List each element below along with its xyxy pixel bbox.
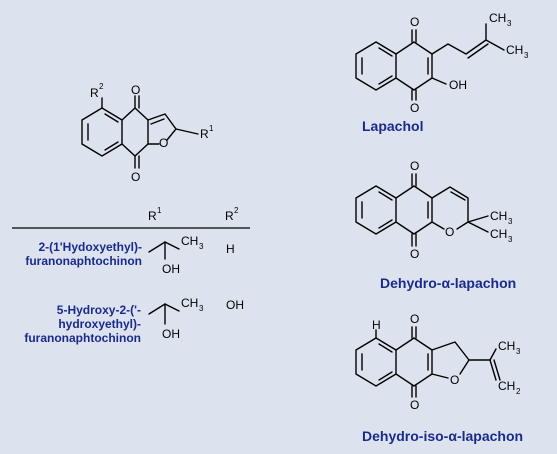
row1-name-line1: 2-(1'Hydoxyethyl)- xyxy=(38,240,142,254)
methyl-upper-label: CH xyxy=(490,209,507,223)
methyl-lower-subscript: 3 xyxy=(508,235,513,244)
carbonyl-oxygen-top: O xyxy=(410,15,419,29)
lapachol-structure: O O OH CH 3 CH 3 Lapachol xyxy=(355,11,529,134)
lapachol-name: Lapachol xyxy=(362,118,423,134)
methyl-upper-subscript: 3 xyxy=(508,217,513,226)
carbonyl-oxygen-bottom: O xyxy=(410,247,419,261)
bonds xyxy=(355,23,505,101)
bonds xyxy=(355,326,501,398)
hydroxyl-label: OH xyxy=(449,78,467,92)
methylene-subscript: 2 xyxy=(516,387,521,396)
methyl-top-subscript: 3 xyxy=(507,19,512,28)
methyl-top-label: CH xyxy=(489,11,506,25)
methyl-subscript: 3 xyxy=(516,347,521,356)
row2-name-line2: hydroxyethyl)- xyxy=(58,317,141,331)
column-header-r1: R xyxy=(148,209,157,223)
methyl-right-subscript: 3 xyxy=(524,51,529,60)
row2-name-line1: 5-Hydroxy-2-('- xyxy=(57,303,141,317)
methylene-label: CH xyxy=(498,379,515,393)
carbonyl-oxygen-bottom: O xyxy=(410,398,419,412)
methyl-label: CH xyxy=(498,339,515,353)
column-header-r2-superscript: 2 xyxy=(234,206,239,215)
dehydro-alpha-lapachon-structure: O O O CH 3 CH 3 Dehydro-α-lapachon xyxy=(355,159,516,291)
r1-label: R xyxy=(200,127,209,141)
row2-r2-value: OH xyxy=(226,298,244,312)
hydroxyl-label: OH xyxy=(162,262,180,276)
aromatic-hydrogen: H xyxy=(372,318,381,332)
bonds xyxy=(81,95,199,169)
row2-r1-hydroxyethyl: CH 3 OH xyxy=(148,296,204,341)
column-header-r2: R xyxy=(225,209,234,223)
carbonyl-oxygen-top: O xyxy=(131,83,140,97)
row1-r2-value: H xyxy=(226,242,235,256)
pyran-oxygen: O xyxy=(445,225,454,239)
carbonyl-oxygen-bottom: O xyxy=(131,170,140,184)
dehydro-alpha-lapachon-name: Dehydro-α-lapachon xyxy=(380,275,516,291)
methyl-right-label: CH xyxy=(506,43,523,57)
row1-r1-hydroxyethyl: CH 3 OH xyxy=(148,234,204,276)
methyl-label: CH xyxy=(181,296,198,310)
methyl-subscript: 3 xyxy=(199,304,204,313)
r2-label: R xyxy=(90,86,99,100)
furan-oxygen: O xyxy=(450,373,459,387)
carbonyl-oxygen-top: O xyxy=(410,312,419,326)
methyl-lower-label: CH xyxy=(490,227,507,241)
hydroxyl-label: OH xyxy=(162,327,180,341)
bonds xyxy=(355,173,489,247)
dehydro-iso-alpha-lapachon-name: Dehydro-iso-α-lapachon xyxy=(362,428,523,444)
row1-name-line2: furanonaphtochinon xyxy=(25,254,142,268)
dehydro-iso-alpha-lapachon-structure: H O O O CH 3 CH 2 Dehydro-iso-α-lapachon xyxy=(355,312,523,444)
methyl-label: CH xyxy=(181,234,198,248)
r2-superscript: 2 xyxy=(99,82,104,91)
generic-furanonaphthoquinone: O O O R 2 R 1 xyxy=(81,82,214,184)
row2-name-line3: furanonaphtochinon xyxy=(24,331,141,345)
r1-superscript: 1 xyxy=(209,124,214,133)
carbonyl-oxygen-top: O xyxy=(410,159,419,173)
furan-oxygen: O xyxy=(159,136,168,150)
substituent-table: R 1 R 2 2-(1'Hydoxyethyl)- furanonaphtoc… xyxy=(12,206,250,345)
column-header-r1-superscript: 1 xyxy=(157,206,162,215)
methyl-subscript: 3 xyxy=(199,242,204,251)
carbonyl-oxygen-bottom: O xyxy=(410,101,419,115)
